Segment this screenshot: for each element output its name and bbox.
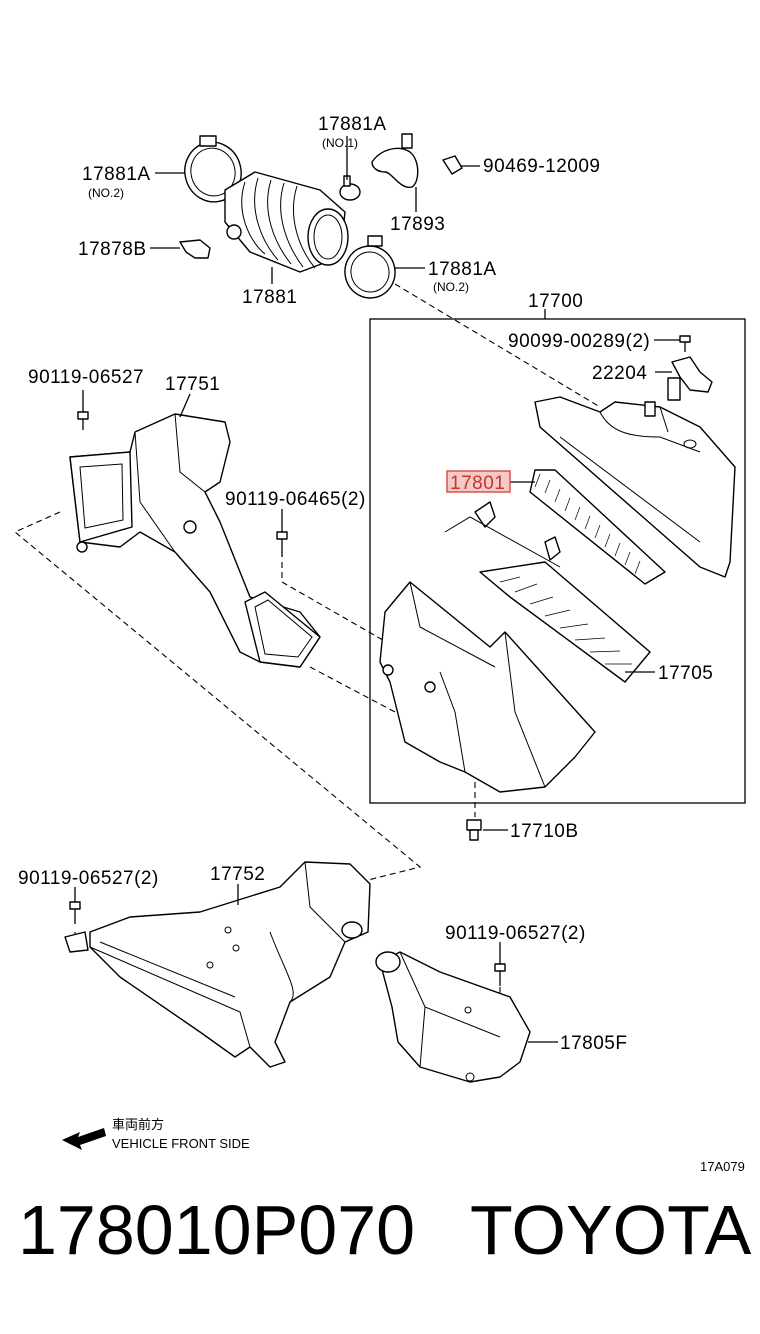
clip-right bbox=[544, 536, 561, 561]
bolt-90119-top bbox=[77, 411, 89, 430]
label-17893: 17893 bbox=[390, 214, 445, 235]
footer-part-number: 178010P070 bbox=[18, 1191, 416, 1269]
label-22204: 22204 bbox=[592, 363, 647, 384]
label-diagram-code: 17A079 bbox=[700, 1159, 745, 1174]
label-17705: 17705 bbox=[658, 663, 713, 684]
label-17881A-no2-left-sub: (NO.2) bbox=[88, 186, 124, 200]
hose-17893 bbox=[371, 147, 419, 188]
label-17881A-no2-right-sub: (NO.2) bbox=[433, 280, 469, 294]
sensor-22204 bbox=[667, 356, 713, 401]
label-17881: 17881 bbox=[242, 287, 297, 308]
label-front-en: VEHICLE FRONT SIDE bbox=[112, 1136, 250, 1151]
label-17710B: 17710B bbox=[510, 821, 579, 842]
label-17752: 17752 bbox=[210, 864, 265, 885]
label-leaders bbox=[74, 136, 680, 1043]
label-front-jp: 車両前方 bbox=[112, 1117, 164, 1132]
grommet-17710B bbox=[466, 819, 482, 841]
label-17751: 17751 bbox=[165, 374, 220, 395]
filter-17705 bbox=[479, 561, 651, 683]
highlight-17801 bbox=[446, 470, 511, 493]
front-arrow-icon bbox=[62, 1128, 106, 1150]
air-cleaner-cap bbox=[534, 396, 736, 578]
label-17881A-no2-left: 17881A bbox=[82, 164, 151, 185]
label-17700: 17700 bbox=[528, 291, 583, 312]
label-17881A-no1: 17881A bbox=[318, 114, 387, 135]
footer-brand: TOYOTA bbox=[470, 1191, 752, 1269]
assembly-box-17700 bbox=[369, 318, 746, 804]
label-90099: 90099-00289(2) bbox=[508, 331, 650, 352]
lower-duct-17752 bbox=[64, 861, 371, 1068]
screw-90099 bbox=[679, 335, 691, 352]
label-90119-06465: 90119-06465(2) bbox=[225, 489, 366, 510]
inlet-duct-17751 bbox=[69, 413, 321, 668]
label-90469: 90469-12009 bbox=[483, 156, 601, 177]
label-90119-right2: 90119-06527(2) bbox=[445, 923, 586, 944]
clamp-17881A-no2-right bbox=[344, 245, 396, 299]
bolt-90119-06465 bbox=[276, 531, 288, 557]
resonator-17805F bbox=[375, 951, 531, 1083]
footer: 178010P070 TOYOTA bbox=[0, 1190, 760, 1280]
label-17805F: 17805F bbox=[560, 1033, 627, 1054]
filter-element-17801 bbox=[529, 469, 666, 585]
label-17881A-no2-right: 17881A bbox=[428, 259, 497, 280]
intake-hose-group bbox=[179, 133, 463, 299]
clip-90469 bbox=[442, 155, 463, 175]
bolt-90119-left2 bbox=[69, 901, 81, 924]
elbow-17878B bbox=[179, 239, 211, 259]
bolt-90119-right2 bbox=[494, 963, 506, 986]
label-90119-left2: 90119-06527(2) bbox=[18, 868, 159, 889]
label-17881A-no1-sub: (NO.1) bbox=[322, 136, 358, 150]
air-cleaner-case bbox=[379, 581, 596, 793]
clip-left bbox=[474, 501, 496, 528]
label-17878B: 17878B bbox=[78, 239, 147, 260]
label-90119-top: 90119-06527 bbox=[28, 367, 144, 388]
label-17801: 17801 bbox=[450, 473, 505, 494]
